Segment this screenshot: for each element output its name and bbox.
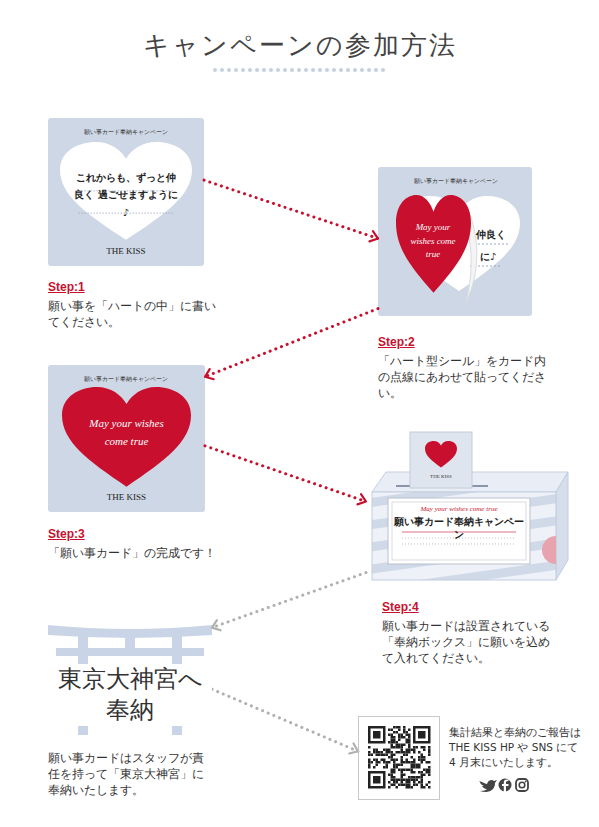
- social-icons: [479, 779, 528, 793]
- arrowhead: [357, 494, 366, 504]
- connector-line: [205, 309, 378, 377]
- title-dots: [215, 68, 385, 72]
- sticker-text: May your wishes come true: [78, 415, 175, 450]
- step-description: 願い事を「ハートの中」に書いてください。: [48, 298, 220, 330]
- step-description: 願い事カードは設置されている「奉納ボックス」に願いを込めて入れてください。: [382, 618, 558, 666]
- shrine-gate: 東京大神宮へ 奉納願い事カードはスタッフが責任を持って「東京大神宮」に奉納いたし…: [48, 622, 212, 734]
- step-label: Step:4: [382, 600, 492, 615]
- qr-code: [368, 726, 431, 789]
- brand-name: THE KISS: [48, 492, 205, 503]
- dotted-arrow: [212, 689, 358, 753]
- dotted-arrow: [205, 309, 378, 380]
- brand-name: THE KISS: [410, 474, 472, 480]
- brand-name: THE KISS: [48, 246, 204, 257]
- arrowhead: [205, 369, 214, 379]
- connector-line: [205, 446, 366, 502]
- card-title: 願い事カード奉納キャンペーン: [48, 375, 204, 383]
- handwritten-wish: これからも、ずっと仲良く 過ごせますように♪: [72, 169, 180, 221]
- card-title: 願い事カード奉納キャンペーン: [48, 128, 204, 136]
- qr-frame: 集計結果と奉納のご報告は THE KISS HP や SNS にて 4 月末にい…: [358, 716, 440, 800]
- step-description: 「願い事カード」の完成です！: [48, 545, 220, 561]
- box-title: 願い事カード奉納キャンペーン: [394, 516, 524, 541]
- step-description: 「ハート型シール」をカード内の点線にあわせて貼ってください。: [378, 353, 554, 401]
- box-slogan: May your wishes come true: [394, 505, 524, 514]
- arrowhead: [369, 231, 378, 241]
- heart-area: これからも、ずっと仲良く 過ごせますように♪: [60, 142, 192, 242]
- card-title: 願い事カード奉納キャンペーン: [378, 177, 534, 185]
- wish-card: 願い事カード奉納キャンペーンTHE KISSStep:3「願い事カード」の完成で…: [48, 365, 205, 512]
- page-title: キャンペーンの参加方法: [0, 28, 599, 63]
- handwritten-wish: に♪: [480, 251, 520, 264]
- dotted-arrow: [212, 573, 366, 631]
- heart-sticker: May your wishes come true: [396, 195, 471, 295]
- torii-gate: [48, 625, 212, 735]
- connector-line: [204, 180, 378, 238]
- report-note: 集計結果と奉納のご報告は THE KISS HP や SNS にて 4 月末にい…: [449, 725, 581, 771]
- wish-card: 願い事カード奉納キャンペーン仲良くに♪Step:2「ハート型シール」をカード内の…: [378, 167, 532, 316]
- shrine-description: 願い事カードはスタッフが責任を持って「東京大神宮」に奉納いたします。: [48, 750, 214, 798]
- shrine-heading: 東京大神宮へ 奉納: [48, 664, 212, 726]
- dotted-arrow: [204, 180, 378, 241]
- sticker-text: May your wishes come true: [404, 221, 462, 262]
- step-label: Step:1: [48, 280, 158, 295]
- card: [48, 365, 205, 512]
- heart-outline: [60, 142, 192, 240]
- offering-box: [372, 432, 568, 580]
- step-label: Step:2: [378, 335, 488, 350]
- heart-outline: [396, 195, 471, 293]
- connector-line: [212, 573, 366, 628]
- arrowhead: [349, 743, 358, 753]
- offering-box: THE KISS May your wishes come true 願い事カード奉…: [366, 432, 568, 580]
- step-label: Step:3: [48, 527, 158, 542]
- connector-line: [212, 689, 358, 751]
- wish-card: 願い事カード奉納キャンペーンTHE KISSStep:1願い事を「ハートの中」に…: [48, 118, 204, 266]
- card: [378, 167, 532, 316]
- dotted-arrow: [205, 446, 366, 505]
- heart-sticker: May your wishes come true: [62, 387, 191, 489]
- handwritten-wish: 仲良く: [476, 229, 526, 242]
- arrowhead: [212, 620, 221, 630]
- heart-outline: [62, 387, 191, 487]
- card: [48, 118, 204, 266]
